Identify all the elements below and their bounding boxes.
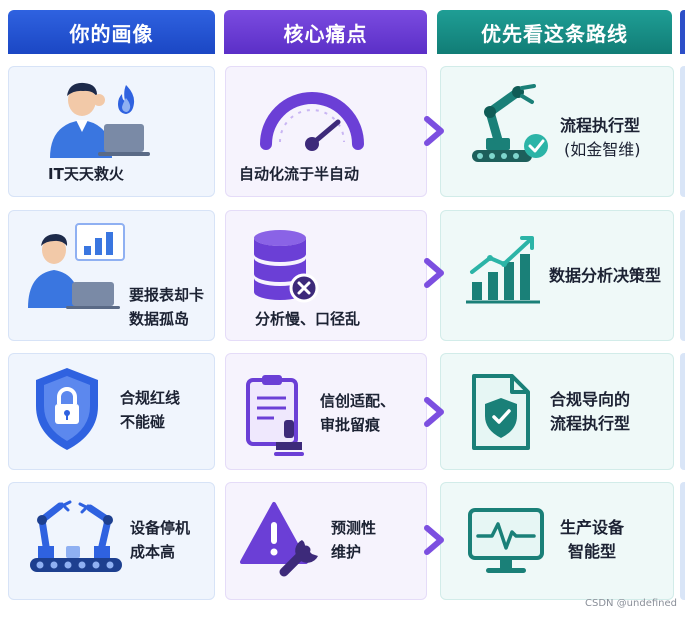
pain-text-row2: 分析慢、口径乱 [255,307,360,331]
monitor-heartbeat-icon [468,508,544,573]
pain-line: 信创适配、 [320,392,396,410]
persona-text-row4: 设备停机 成本高 [130,516,190,564]
next-column-edge [680,10,685,54]
persona-line: 成本高 [130,543,176,561]
route-line: 流程执行型 [560,116,641,135]
header-label: 优先看这条路线 [481,21,628,46]
persona-line: 不能碰 [120,413,166,431]
shield-lock-icon [36,368,98,450]
persona-text-row1: IT天天救火 [48,162,124,186]
pain-line: 审批留痕 [320,416,381,434]
speedometer-gauge-icon [260,92,364,151]
bar-chart-rising-icon [466,236,540,304]
chevron-right-icon [424,258,444,288]
persona-line: 要报表却卡 [129,286,205,304]
route-text-row4: 生产设备 智能型 [560,516,624,564]
pain-line: 自动化流于半自动 [239,165,360,183]
header-core-pain-points: 核心痛点 [224,10,427,54]
chevron-right-icon [424,525,444,555]
watermark-text: CSDN @undefined [584,598,677,609]
stressed-person-laptop-icon [50,82,150,158]
person-chart-screen-icon [28,223,125,309]
persona-text-row3: 合规红线 不能碰 [120,386,180,434]
route-cell-row2 [440,210,674,341]
clipboard-stamp-icon [246,375,304,456]
next-column-edge [680,353,685,470]
route-cell-row1 [440,66,674,197]
pain-line: 预测性 [331,519,377,537]
route-line: 生产设备 [560,518,625,537]
robot-arms-conveyor-icon [30,500,122,572]
route-text-row2: 数据分析决策型 [549,264,661,288]
pain-line: 维护 [331,543,362,561]
next-column-edge [680,210,685,341]
next-column-edge [680,66,685,197]
route-line: (如金智维) [564,140,641,159]
warning-wrench-icon [240,502,318,577]
route-line: 合规导向的 [550,390,631,409]
document-shield-check-icon [472,374,530,450]
chevron-right-icon [424,397,444,427]
persona-line: 数据孤岛 [129,310,190,328]
persona-line: IT天天救火 [48,165,124,183]
persona-text-row2: 要报表却卡 数据孤岛 [129,283,204,331]
header-your-profile: 你的画像 [8,10,215,54]
pain-line: 分析慢、口径乱 [255,310,361,328]
database-x-icon [254,230,319,303]
route-text-row3: 合规导向的 流程执行型 [550,388,630,436]
route-line: 数据分析决策型 [549,266,662,285]
route-line: 智能型 [568,542,617,561]
robot-arm-checkmark-icon [472,84,548,162]
header-label: 你的画像 [69,21,154,46]
header-label: 核心痛点 [283,21,368,46]
route-line: 流程执行型 [550,414,631,433]
pain-cell-row2 [225,210,427,341]
chevron-right-icon [424,116,444,146]
pain-text-row3: 信创适配、 审批留痕 [320,389,395,437]
pain-text-row1: 自动化流于半自动 [239,162,359,186]
pain-text-row4: 预测性 维护 [331,516,376,564]
persona-line: 合规红线 [120,389,181,407]
route-text-row1: 流程执行型 (如金智维) [560,114,641,162]
fire-icon [118,85,135,114]
next-column-edge [680,482,685,600]
persona-line: 设备停机 [130,519,191,537]
header-recommended-route: 优先看这条路线 [437,10,672,54]
